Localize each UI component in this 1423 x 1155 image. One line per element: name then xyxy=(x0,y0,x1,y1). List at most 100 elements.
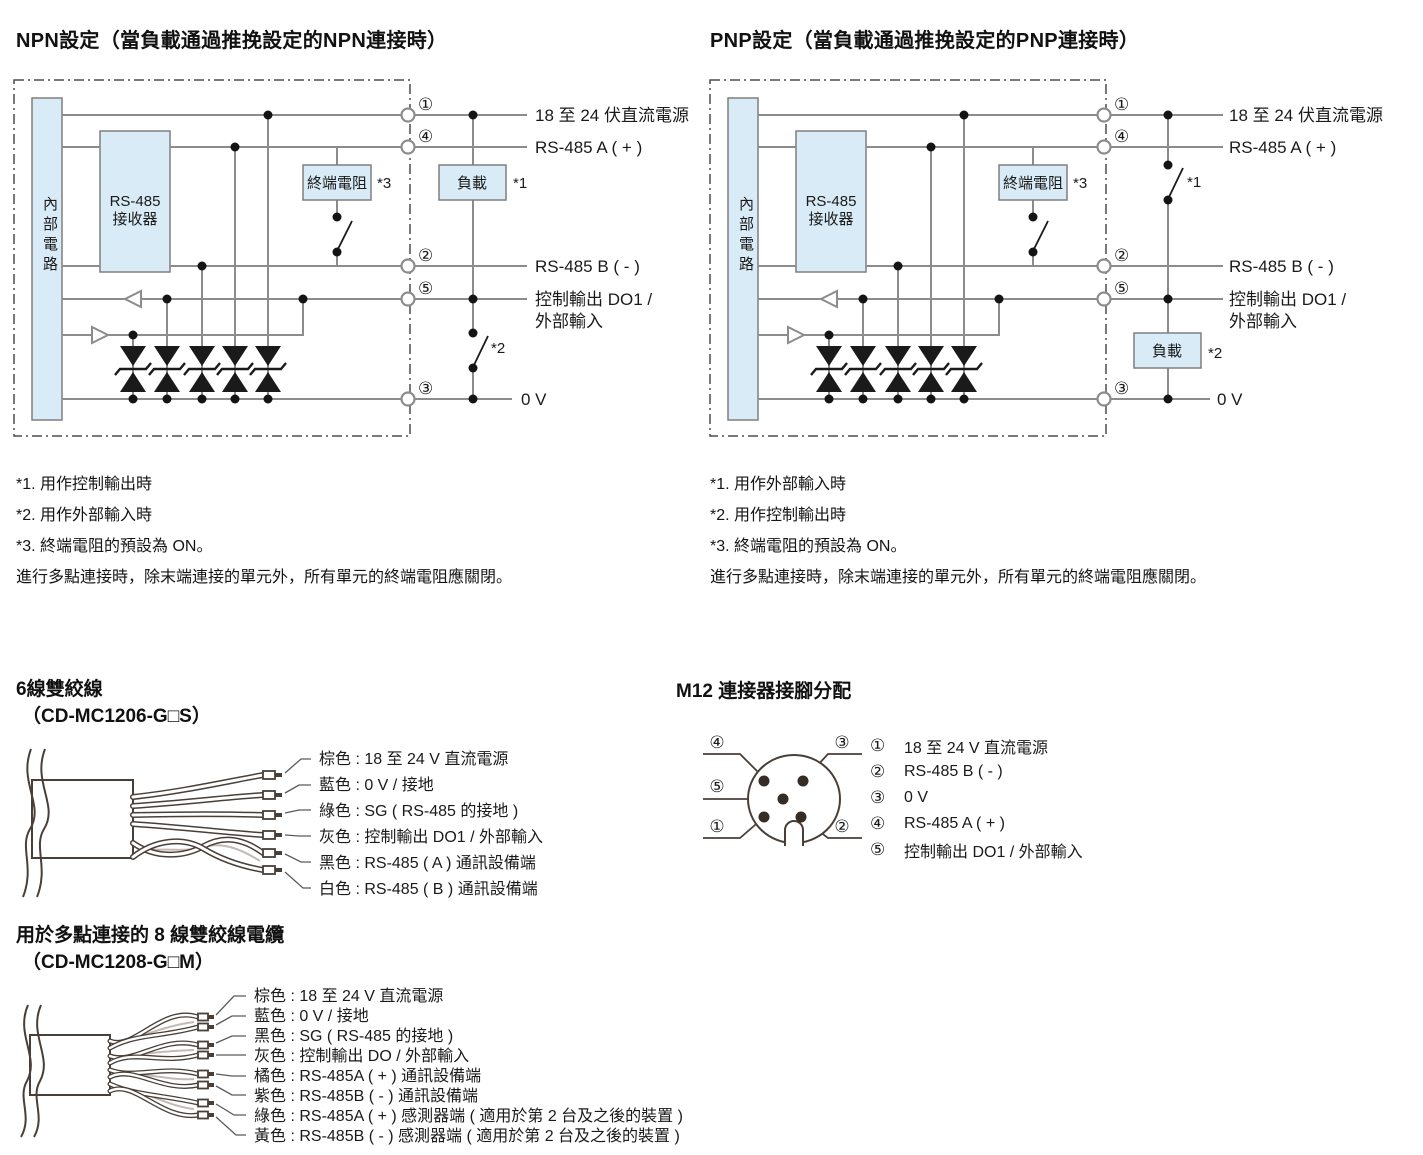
pnp-label-power: 18 至 24 伏直流電源 xyxy=(1229,106,1383,125)
npn-receiver-label-2: 接收器 xyxy=(112,211,157,228)
npn-unit: RS-485 接收器 終端電阻 xyxy=(13,79,527,437)
pnp-receiver-label-1: RS-485 xyxy=(806,193,857,210)
npn-note-2: *2. 用作外部輸入時 xyxy=(16,507,153,524)
m12-num-1: ① xyxy=(709,817,724,836)
npn-terminator-switch-icon xyxy=(337,220,353,250)
npn-internal-circuit-label: 內部電路 xyxy=(41,196,58,276)
m12-row4-label: RS-485 A ( + ) xyxy=(904,815,1005,832)
pnp-note-4: 進行多點連接時，除末端連接的單元外，所有單元的終端電阻應關閉。 xyxy=(710,569,1207,586)
m12-title: M12 連接器接腳分配 xyxy=(676,681,852,702)
m12-row3-label: 0 V xyxy=(904,789,929,806)
npn-output-buffer-icon xyxy=(91,325,111,345)
m12-keyway-notch xyxy=(784,820,804,846)
cable6-wire-gray xyxy=(130,821,266,838)
cable6-subtitle: （CD-MC1206-G□S） xyxy=(22,706,211,727)
pnp-unit-border xyxy=(709,79,1107,437)
npn-label-do1-line2: 外部輸入 xyxy=(535,312,603,331)
pnp-switch-note: *1 xyxy=(1187,174,1201,191)
npn-terminal-3 xyxy=(400,391,416,407)
m12-pin-row-4: ④ RS-485 A ( + ) xyxy=(870,811,1083,837)
npn-terminator-note: *3 xyxy=(377,175,391,192)
pnp-title: PNP設定（當負載通過推挽設定的PNP連接時） xyxy=(710,30,1140,52)
pnp-pin-4: ④ xyxy=(1114,127,1129,146)
npn-pin-4: ④ xyxy=(418,127,433,146)
m12-pin-row-1: ① 18 至 24 V 直流電源 xyxy=(870,733,1083,759)
cable8-label-black: 黑色 : SG ( RS-485 的接地 ) xyxy=(254,1027,453,1045)
pnp-load-note: *2 xyxy=(1208,345,1222,362)
pnp-circuit-diagram: RS-485 接收器 終端電阻 xyxy=(709,79,1383,437)
cable6-title: 6線雙絞線 xyxy=(16,679,103,700)
m12-num-4: ④ xyxy=(709,733,724,752)
npn-junction-dots xyxy=(128,110,478,404)
pnp-terminator-note: *3 xyxy=(1073,175,1087,192)
cable6-label-gray: 灰色 : 控制輸出 DO1 / 外部輸入 xyxy=(319,828,543,846)
npn-tvs-diodes xyxy=(114,346,287,392)
npn-io-buffers xyxy=(91,289,142,345)
m12-pin-row-2: ② RS-485 B ( - ) xyxy=(870,759,1083,785)
npn-load-box xyxy=(438,164,507,201)
m12-pin4-dot xyxy=(758,775,770,787)
pnp-pin-2: ② xyxy=(1114,246,1129,265)
m12-row4-num: ④ xyxy=(870,814,886,833)
npn-terminator-label: 終端電阻 xyxy=(307,175,367,192)
m12-pin2-dot xyxy=(795,811,807,823)
npn-input-buffer-icon xyxy=(122,289,142,309)
npn-terminal-1 xyxy=(400,107,416,123)
npn-notes: *1. 用作控制輸出時 *2. 用作外部輸入時 *3. 終端電阻的預設為 ON。… xyxy=(16,469,512,593)
cable8-title-block: 用於多點連接的 8 線雙絞線電纜 （CD-MC1208-G□M） xyxy=(16,922,284,976)
pnp-tvs-diodes xyxy=(810,346,983,392)
cable6-labels: 棕色 : 18 至 24 V 直流電源 藍色 : 0 V / 接地 綠色 : S… xyxy=(319,750,543,898)
pnp-label-do1-line2: 外部輸入 xyxy=(1229,312,1297,331)
pnp-terminal-1 xyxy=(1096,107,1112,123)
m12-row2-num: ② xyxy=(870,762,886,781)
cable6-drawing xyxy=(22,748,311,898)
cable8-jacket xyxy=(29,1034,111,1096)
npn-terminal-5 xyxy=(400,291,416,307)
cable8-pair-4 xyxy=(107,1081,201,1119)
npn-label-0v: 0 V xyxy=(521,390,547,409)
pnp-terminator-box xyxy=(998,164,1068,201)
npn-pin-3: ③ xyxy=(418,379,433,398)
pnp-terminator-label: 終端電阻 xyxy=(1003,175,1063,192)
cable6-wire-green xyxy=(130,811,266,818)
pnp-label-0v: 0 V xyxy=(1217,390,1243,409)
cable6-ferrules xyxy=(262,770,282,875)
npn-pin-2: ② xyxy=(418,246,433,265)
m12-pin-numbers: ④ ③ ⑤ ① ② xyxy=(709,733,849,836)
cable6-wire-blue xyxy=(130,792,266,809)
pnp-note-1: *1. 用作外部輸入時 xyxy=(710,476,847,493)
npn-load-note: *1 xyxy=(513,175,527,192)
pnp-terminal-4 xyxy=(1096,139,1112,155)
pnp-receiver-label-2: 接收器 xyxy=(808,211,853,228)
pnp-output-buffer-icon xyxy=(787,325,807,345)
m12-pins xyxy=(758,775,809,823)
pnp-internal-circuit-box xyxy=(727,97,759,421)
cable8-label-orange: 橘色 : RS-485A ( + ) 通訊設備端 xyxy=(254,1067,481,1085)
cable6-diagram: 棕色 : 18 至 24 V 直流電源 藍色 : 0 V / 接地 綠色 : S… xyxy=(22,748,543,898)
cable8-drawing xyxy=(20,995,246,1138)
npn-terminals: ① ④ ② ⑤ ③ xyxy=(400,95,433,407)
m12-connector-diagram: ④ ③ ⑤ ① ② xyxy=(703,733,862,846)
pnp-label-do1: 控制輸出 DO1 / xyxy=(1229,290,1346,309)
npn-note-4: 進行多點連接時，除末端連接的單元外，所有單元的終端電阻應關閉。 xyxy=(16,569,513,586)
npn-terminal-2 xyxy=(400,258,416,274)
m12-pin1-dot xyxy=(758,811,770,823)
pnp-label-485a: RS-485 A ( + ) xyxy=(1229,138,1336,157)
cable8-diagram: 棕色 : 18 至 24 V 直流電源 藍色 : 0 V / 接地 黑色 : S… xyxy=(20,987,683,1145)
npn-label-485a: RS-485 A ( + ) xyxy=(535,138,642,157)
npn-label-485b: RS-485 B ( - ) xyxy=(535,257,640,276)
npn-rs485-receiver-box xyxy=(99,130,171,273)
cable8-pair-2 xyxy=(107,1040,201,1066)
cable8-leaders xyxy=(215,995,246,1136)
pnp-load-label: 負載 xyxy=(1152,343,1182,360)
cable6-label-blue: 藍色 : 0 V / 接地 xyxy=(319,776,434,794)
pnp-label-485b: RS-485 B ( - ) xyxy=(1229,257,1334,276)
npn-label-power: 18 至 24 伏直流電源 xyxy=(535,106,689,125)
m12-pin-row-3: ③ 0 V xyxy=(870,785,1083,811)
npn-terminal-labels: 18 至 24 伏直流電源 RS-485 A ( + ) RS-485 B ( … xyxy=(521,106,689,409)
pnp-load-box xyxy=(1133,332,1202,369)
pnp-junction-dots xyxy=(824,110,1173,404)
cable6-leaders xyxy=(284,758,311,889)
m12-row2-label: RS-485 B ( - ) xyxy=(904,763,1003,780)
